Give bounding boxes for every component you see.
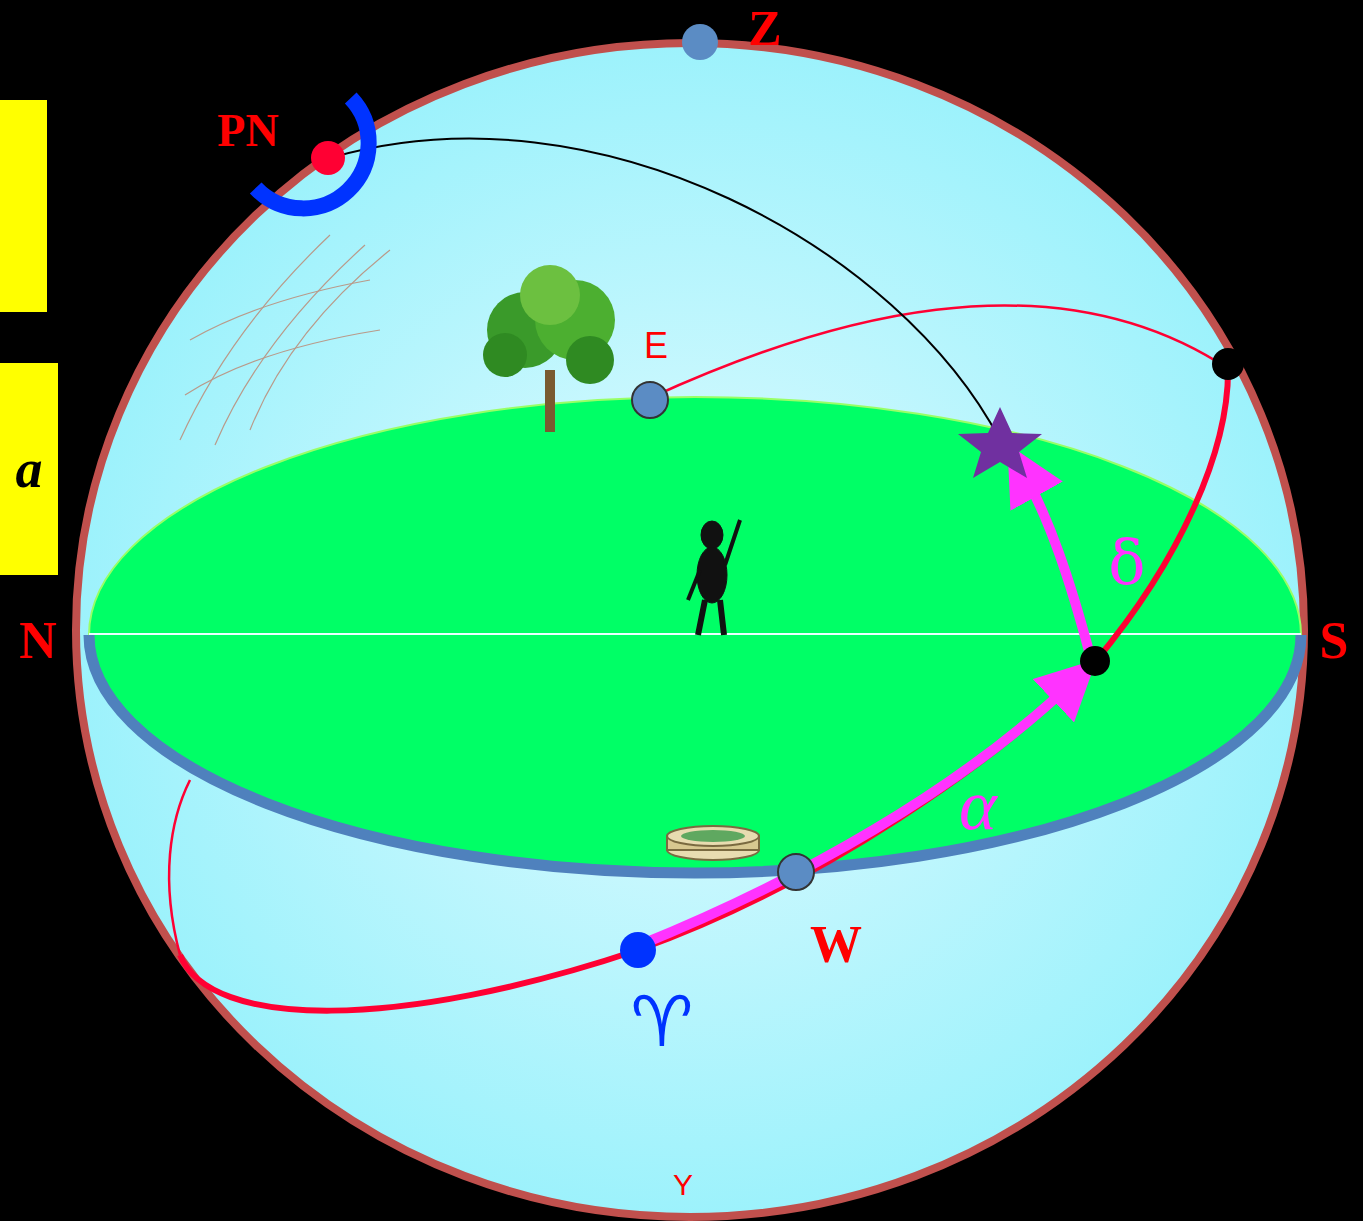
hour-circle [330,139,1000,440]
nadir-label: Y [673,1168,693,1202]
zenith-point [682,24,718,60]
box-text: a [16,438,43,500]
celestial-equator [180,365,1228,1011]
equator-point [1080,646,1110,676]
vernal-point [620,932,656,968]
declination-arrow [1022,470,1090,655]
east-label: E [644,325,668,367]
yellow-box: a [0,363,58,575]
south-label: S [1320,611,1349,670]
pole-label: PN [217,104,278,157]
horizon-rim [89,635,1301,873]
equator-point [1212,348,1244,380]
equator-back [169,780,190,955]
right-ascension-arrow [640,680,1075,945]
equator-back [650,305,1230,398]
west-label: W [810,915,862,974]
observer [688,520,740,635]
aries-symbol: ♈ [631,981,694,1063]
east-point [632,382,668,418]
delta-label: δ [1108,526,1145,599]
zenith-label: Z [748,0,781,57]
well [667,826,759,860]
grid-lines [180,235,390,445]
west-point [778,854,814,890]
yellow-box [0,100,47,312]
star [958,407,1042,478]
north-label: N [19,611,57,670]
alpha-label: α [959,764,997,847]
tree [483,265,615,432]
sphere [76,43,1304,1217]
north-pole-point [311,141,345,175]
